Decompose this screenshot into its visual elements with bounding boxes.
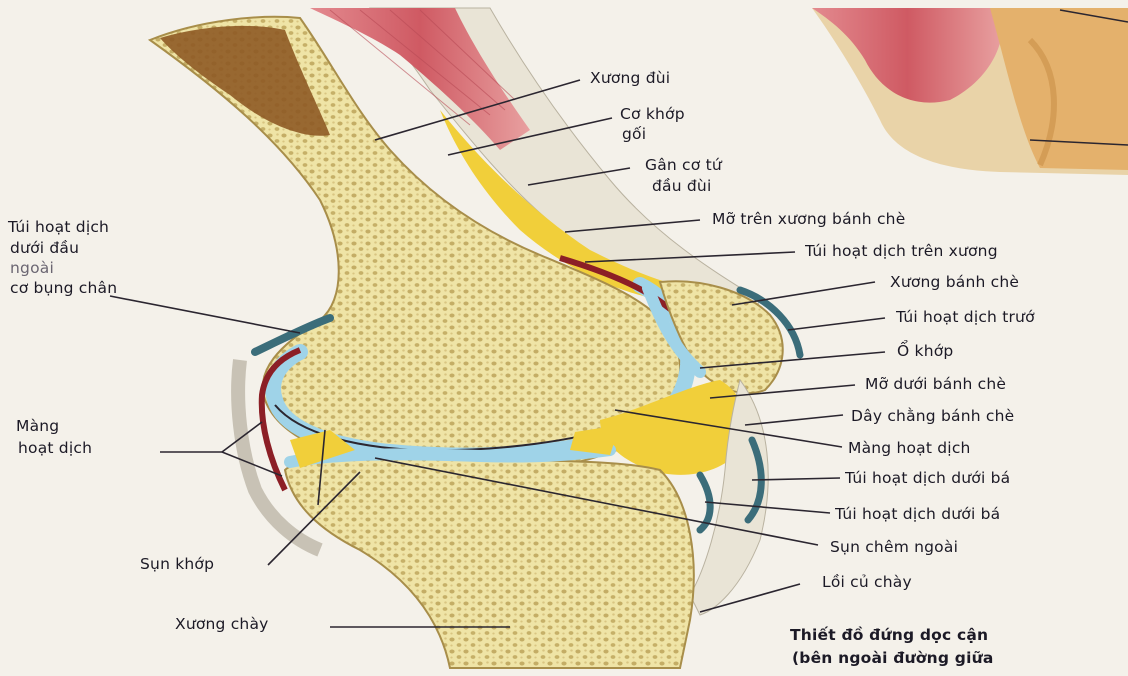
label-quadriceps-tendon-line1: Gân cơ tứ: [645, 155, 722, 176]
label-gastrocnemius-bursa-line2: dưới đầu: [10, 238, 79, 259]
label-synovial-membrane-left-line1: Màng: [16, 416, 59, 437]
label-quadriceps-tendon-line2: đầu đùi: [652, 176, 711, 197]
caption-line2: (bên ngoài đường giữa: [792, 648, 1128, 669]
label-infrapatellar-fat: Mỡ dưới bánh chè: [865, 374, 1128, 395]
label-articular-cartilage: Sụn khớp: [140, 554, 214, 575]
label-tibia: Xương chày: [175, 614, 269, 635]
caption-line1: Thiết đồ đứng dọc cận: [790, 625, 1128, 646]
label-femur: Xương đùi: [590, 68, 670, 89]
label-gastrocnemius-bursa-line1: Túi hoạt dịch: [8, 217, 109, 238]
label-infrapatellar-bursa-2: Túi hoạt dịch dưới bá: [835, 504, 1128, 525]
label-articularis-genus-line2: gối: [622, 124, 646, 145]
label-articularis-genus-line1: Cơ khớp: [620, 104, 685, 125]
label-synovial-membrane-left-line2: hoạt dịch: [18, 438, 92, 459]
label-lateral-meniscus: Sụn chêm ngoài: [830, 537, 958, 558]
label-gastrocnemius-bursa-line4: cơ bụng chân: [10, 278, 117, 299]
label-tibial-tuberosity: Lồi củ chày: [822, 572, 912, 593]
label-synovial-membrane-right: Màng hoạt dịch: [848, 438, 971, 459]
label-infrapatellar-bursa-1: Túi hoạt dịch dưới bá: [845, 468, 1128, 489]
label-patellar-ligament: Dây chằng bánh chè: [851, 406, 1128, 427]
label-suprapatellar-fat: Mỡ trên xương bánh chè: [712, 209, 905, 230]
label-gastrocnemius-bursa-line3: ngoài: [10, 258, 54, 279]
label-joint-cavity: Ổ khớp: [897, 341, 953, 362]
label-suprapatellar-bursa: Túi hoạt dịch trên xương: [805, 241, 1128, 262]
label-prepatellar-bursa: Túi hoạt dịch trướ: [896, 307, 1128, 328]
label-patella: Xương bánh chè: [890, 272, 1019, 293]
